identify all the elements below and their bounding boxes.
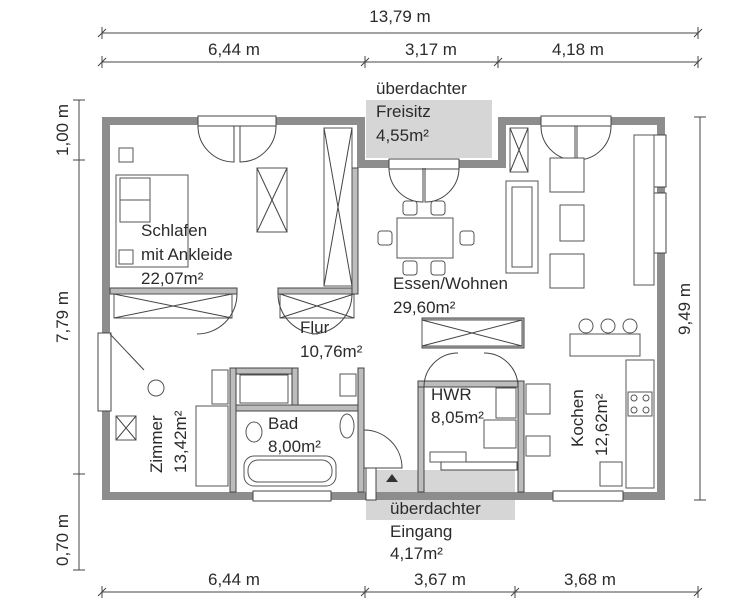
eingang-area: 4,17m²: [390, 544, 443, 563]
dim-top-total: 13,79 m: [369, 7, 430, 26]
bad-label: Bad: [268, 414, 298, 433]
freisitz-area: 4,55m²: [376, 126, 429, 145]
freisitz-label-1: überdachter: [376, 79, 467, 98]
entrance-arrow-icon: [386, 474, 398, 482]
dim-left-top: 1,00 m: [53, 104, 72, 156]
dim-bottom-1: 6,44 m: [208, 570, 260, 589]
kochen-area: 12,62m²: [592, 393, 611, 456]
dim-top-2: 3,17 m: [405, 40, 457, 59]
dim-left-bottom: 0,70 m: [53, 514, 72, 566]
dimension-lines: [73, 27, 706, 598]
hwr-label: HWR: [431, 385, 472, 404]
dim-top-1: 6,44 m: [208, 40, 260, 59]
essen-area: 29,60m²: [393, 298, 456, 317]
dim-right: 9,49 m: [675, 283, 694, 335]
furniture: [109, 125, 655, 489]
room-labels: überdachter Freisitz 4,55m² Schlafen mit…: [141, 79, 611, 563]
dimension-labels: 13,79 m 6,44 m 3,17 m 4,18 m 6,44 m 3,67…: [53, 7, 694, 589]
schlafen-label-2: mit Ankleide: [141, 245, 233, 264]
kochen-label: Kochen: [568, 389, 587, 447]
essen-label: Essen/Wohnen: [393, 274, 508, 293]
dim-bottom-3: 3,68 m: [564, 570, 616, 589]
eingang-label-2: Eingang: [390, 522, 452, 541]
freisitz-label-2: Freisitz: [376, 102, 431, 121]
zimmer-area: 13,42m²: [171, 410, 190, 473]
schlafen-area: 22,07m²: [141, 269, 204, 288]
dim-bottom-2: 3,67 m: [414, 570, 466, 589]
dim-left-mid: 7,79 m: [53, 291, 72, 343]
dim-top-3: 4,18 m: [552, 40, 604, 59]
flur-label: Flur: [300, 318, 330, 337]
hwr-area: 8,05m²: [431, 408, 484, 427]
zimmer-label: Zimmer: [147, 415, 166, 473]
schlafen-label-1: Schlafen: [141, 221, 207, 240]
freisitz-terrace: [366, 100, 492, 158]
eingang-label-1: überdachter: [390, 499, 481, 518]
flur-area: 10,76m²: [300, 342, 363, 361]
bad-area: 8,00m²: [268, 437, 321, 456]
